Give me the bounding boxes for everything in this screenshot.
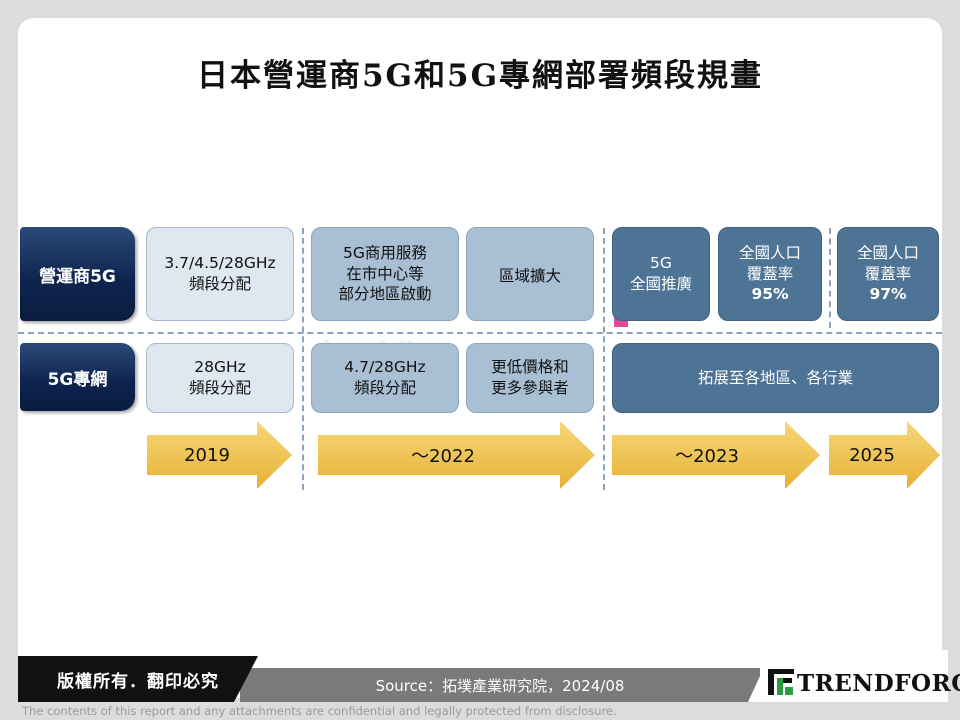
timeline-arrow-2025: 2025 (829, 421, 940, 489)
source-bar: Source：拓墣產業研究院，2024/08 (240, 668, 760, 702)
row-label-operator: 營運商5G (20, 227, 135, 321)
private-box-2022b: 更低價格和更多參與者 (466, 343, 594, 413)
divider-vertical-1 (302, 228, 304, 490)
page-title: 日本營運商5G和5G專網部署頻段規畫 (196, 58, 764, 94)
divider-vertical-2 (603, 228, 605, 490)
timeline-label-2023: ～2023 (675, 446, 739, 467)
timeline-label-2022: ～2022 (411, 446, 475, 467)
timeline-label-2019: 2019 (184, 444, 230, 466)
operator-box-2022b: 區域擴大 (466, 227, 594, 321)
brand-name: TRENDFORCE (797, 670, 960, 697)
timeline-arrow-2022: ～2022 (318, 421, 595, 489)
source-text: Source：拓墣產業研究院，2024/08 (375, 676, 625, 695)
timeline-arrow-2023: ～2023 (612, 421, 820, 489)
row-label-private: 5G專網 (20, 343, 135, 411)
disclaimer-text: The contents of this report and any atta… (22, 704, 617, 718)
operator-box-2022a: 5G商用服務在市中心等部分地區啟動 (311, 227, 459, 321)
timeline-label-2025: 2025 (849, 444, 895, 466)
divider-horizontal (18, 332, 942, 334)
copyright-label: 版權所有．翻印必究 (18, 656, 258, 702)
private-box-2023-2025: 拓展至各地區、各行業 (612, 343, 939, 413)
divider-vertical-3 (829, 228, 831, 328)
trendforce-logo-icon (768, 669, 794, 695)
timeline-arrow-2019: 2019 (147, 421, 292, 489)
